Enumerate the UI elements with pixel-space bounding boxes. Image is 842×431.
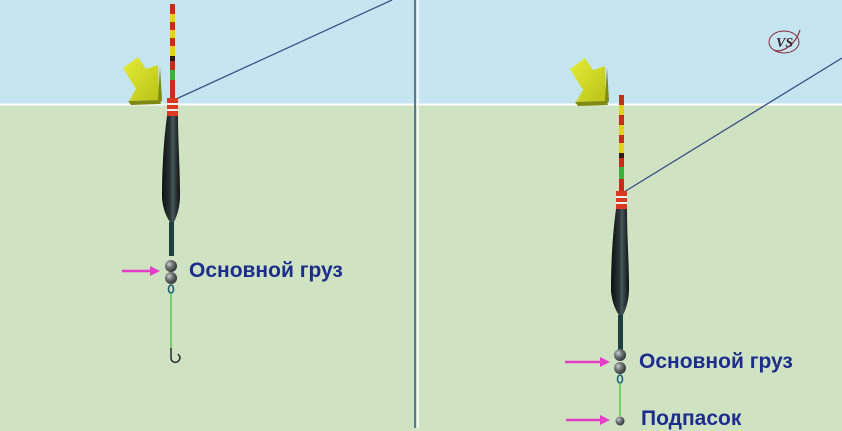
right-dropper-shot xyxy=(615,416,625,426)
left-bite-indicator-arrow xyxy=(123,57,162,105)
right-dropper-pointer xyxy=(566,415,610,425)
left-rig xyxy=(122,0,393,364)
water xyxy=(0,104,842,428)
left-main-shot-2 xyxy=(165,272,177,284)
right-main-weight-label: Основной груз xyxy=(639,350,793,373)
left-weight-pointer xyxy=(122,266,160,276)
logo-text: VS xyxy=(776,36,793,51)
right-float-antenna xyxy=(619,95,624,191)
right-weight-pointer xyxy=(565,357,610,367)
right-bite-indicator-arrow xyxy=(570,58,609,106)
left-main-shot-1 xyxy=(165,260,177,272)
panel-divider xyxy=(414,0,416,428)
right-rig xyxy=(565,57,842,426)
right-float-keel xyxy=(618,315,623,351)
left-main-line xyxy=(173,0,393,101)
left-float-body xyxy=(162,116,180,222)
left-float-antenna xyxy=(170,4,175,98)
right-main-line xyxy=(623,57,842,193)
left-main-weight-label: Основной груз xyxy=(189,259,343,282)
vs-logo: VS xyxy=(768,29,801,54)
right-main-shot-2 xyxy=(614,362,626,374)
right-float-body xyxy=(611,209,629,315)
right-float-shoulder xyxy=(616,191,627,209)
left-hook xyxy=(170,348,181,364)
sky xyxy=(0,0,842,104)
panel-divider-highlight xyxy=(417,0,419,428)
right-main-shot-1 xyxy=(614,349,626,361)
left-float-keel xyxy=(169,222,174,256)
left-float-shoulder xyxy=(167,98,178,116)
right-dropper-label: Подпасок xyxy=(641,407,742,430)
